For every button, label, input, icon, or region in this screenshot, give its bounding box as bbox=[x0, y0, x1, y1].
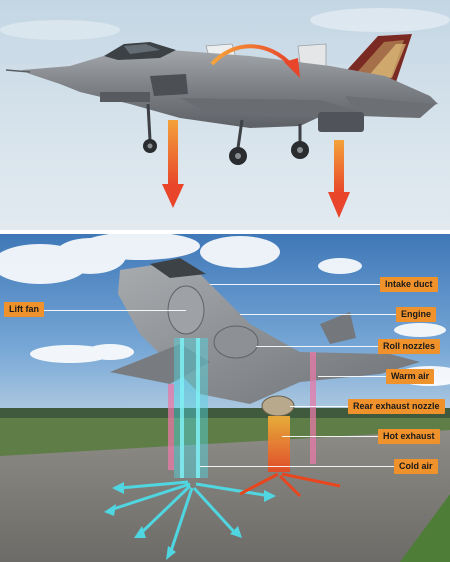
leader-line bbox=[44, 310, 186, 311]
grass-corner bbox=[400, 494, 450, 562]
vertical-tail bbox=[338, 34, 412, 82]
leader-line bbox=[210, 284, 382, 285]
f35-hover-photo bbox=[0, 8, 450, 218]
f35-fuselage bbox=[5, 42, 438, 132]
leader-line bbox=[240, 314, 396, 315]
callout-lift-fan: Lift fan bbox=[4, 302, 44, 317]
warm-air-columns bbox=[168, 352, 316, 470]
leader-line bbox=[282, 436, 380, 437]
cold-air-arrowheads bbox=[104, 482, 276, 560]
tarmac bbox=[0, 430, 450, 562]
stovl-airflow-diagram bbox=[0, 234, 450, 562]
f35-cutaway bbox=[110, 258, 420, 417]
leader-line bbox=[256, 346, 378, 347]
down-arrow-icon bbox=[328, 140, 350, 218]
leader-line bbox=[200, 466, 394, 467]
hot-exhaust-column bbox=[268, 416, 290, 472]
down-arrow-icon bbox=[162, 120, 184, 208]
callout-intake-duct: Intake duct bbox=[380, 277, 438, 292]
engine-unit bbox=[213, 325, 259, 359]
callout-roll-nozzles: Roll nozzles bbox=[378, 339, 441, 354]
cold-air-column bbox=[174, 338, 208, 478]
callout-cold-air: Cold air bbox=[394, 459, 438, 474]
callout-rear-exhaust-nozzle: Rear exhaust nozzle bbox=[348, 399, 445, 414]
panel-divider bbox=[0, 230, 450, 234]
landing-gear bbox=[143, 103, 309, 165]
cloud bbox=[0, 20, 120, 40]
bottom-diagram-panel: Lift fan Intake duct Engine Roll nozzles… bbox=[0, 234, 450, 562]
callout-hot-exhaust: Hot exhaust bbox=[378, 429, 440, 444]
hot-exhaust-spread-arrows bbox=[239, 472, 341, 498]
cloud bbox=[310, 8, 450, 32]
leader-line bbox=[318, 376, 386, 377]
callout-warm-air: Warm air bbox=[386, 369, 435, 384]
callout-engine: Engine bbox=[396, 307, 437, 322]
top-photo-panel bbox=[0, 0, 450, 230]
clouds bbox=[0, 234, 450, 386]
cold-air-spread-arrows bbox=[109, 480, 271, 555]
treeline bbox=[0, 408, 450, 418]
leader-line bbox=[290, 406, 350, 407]
curved-arrow-icon bbox=[210, 44, 300, 78]
